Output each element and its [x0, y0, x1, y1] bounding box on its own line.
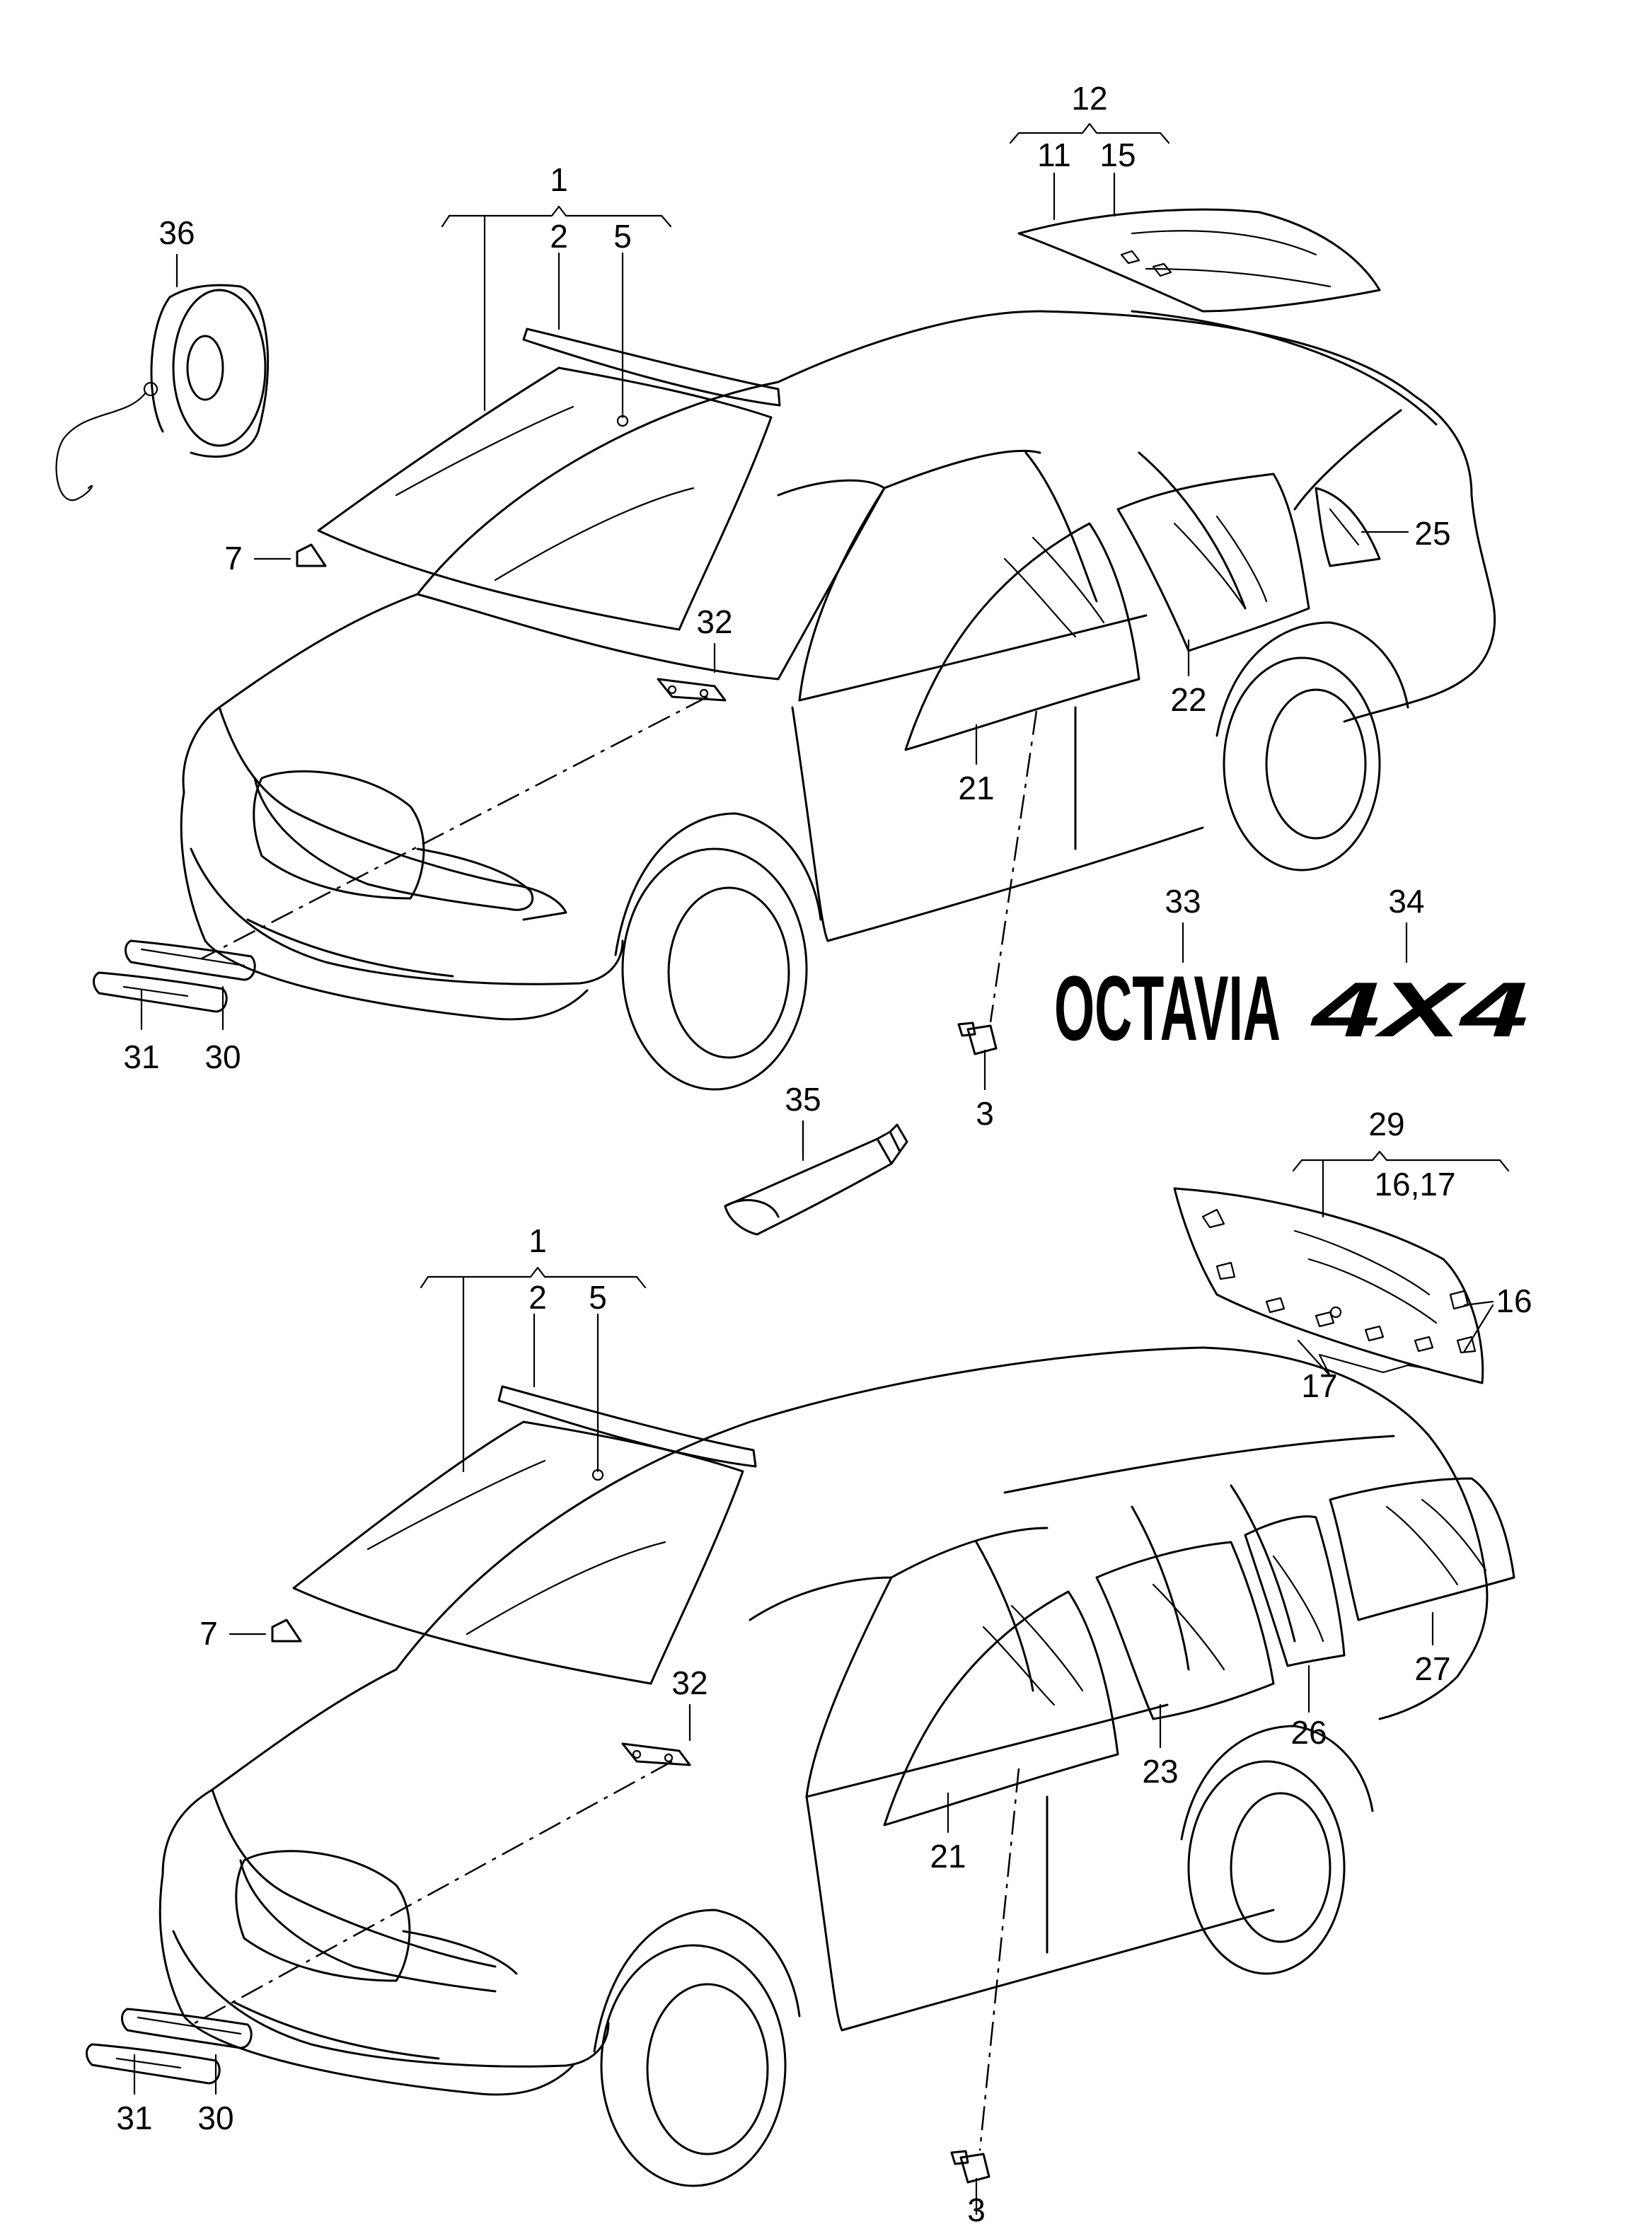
label-34: 34: [1388, 883, 1424, 920]
label-16: 16: [1496, 1283, 1532, 1319]
label-33: 33: [1165, 883, 1201, 920]
label-35: 35: [785, 1081, 821, 1118]
label-30-top: 30: [204, 1038, 241, 1075]
dash-line-21-to-3-top: [989, 710, 1038, 1023]
sedan-body: [180, 310, 1496, 1091]
door-glass-top: [904, 473, 1381, 751]
label-26: 26: [1290, 1714, 1327, 1751]
label-5-top: 5: [613, 218, 632, 255]
part-7-top: [253, 543, 327, 567]
octavia-badge: OCTAVIA: [1054, 956, 1281, 1060]
leaders-bottom: [133, 1266, 1434, 2216]
label-22: 22: [1170, 681, 1206, 718]
label-32-top: 32: [696, 603, 732, 640]
label-7-top: 7: [224, 540, 243, 577]
part-32-top: [657, 678, 727, 702]
part-3-top: [957, 1021, 998, 1055]
label-11: 11: [1037, 137, 1071, 173]
label-16-17: 16,17: [1374, 1166, 1455, 1203]
dash-line-21-to-3-bottom: [978, 1768, 1020, 2151]
label-23: 23: [1142, 1753, 1178, 1790]
parts-30-31-bottom: [86, 2008, 253, 2085]
part-32-bottom: [621, 1742, 691, 1766]
label-30-bottom: 30: [197, 2100, 233, 2136]
rear-window-top: [1017, 208, 1381, 313]
label-31-bottom: 31: [116, 2100, 152, 2136]
label-29: 29: [1368, 1106, 1404, 1142]
part-3-bottom: [950, 2150, 990, 2184]
dash-line-32-to-30-top: [201, 695, 708, 960]
label-7-bottom: 7: [200, 1615, 218, 1652]
label-5-bottom: 5: [589, 1279, 607, 1316]
label-32-bottom: 32: [671, 1664, 707, 1701]
label-2-bottom: 2: [528, 1279, 547, 1316]
label-15: 15: [1099, 137, 1136, 173]
dash-line-32-to-30-bottom: [194, 1760, 673, 2025]
four-x-four-badge: 4X4: [1310, 966, 1528, 1053]
four-x-four-badge-text: 4X4: [1310, 966, 1528, 1053]
octavia-badge-text: OCTAVIA: [1054, 956, 1281, 1060]
side-glass-bottom: [883, 1477, 1515, 1826]
label-36: 36: [158, 214, 195, 251]
label-25: 25: [1414, 515, 1450, 552]
label-3-top: 3: [976, 1095, 994, 1132]
label-21-bottom: 21: [930, 1838, 966, 1875]
parts-30-31-top: [93, 939, 256, 1013]
label-27: 27: [1414, 1650, 1450, 1687]
callout-labels: 1 2 5 12 11 15 36 7 32 25 22 21 31 30 3 …: [116, 80, 1532, 2228]
part-29-rear-window-estate: [1173, 1150, 1510, 1384]
label-17: 17: [1301, 1367, 1337, 1404]
label-1-bottom: 1: [528, 1222, 547, 1259]
windscreen-top: [317, 328, 781, 631]
label-31-top: 31: [123, 1038, 159, 1075]
part-36-tape-reel: [55, 284, 270, 502]
label-12: 12: [1071, 80, 1107, 117]
label-2-top: 2: [550, 218, 568, 255]
part-35-adhesive-tube: [724, 1120, 908, 1236]
label-3-bottom: 3: [967, 2192, 986, 2228]
windscreen-bottom: [292, 1385, 757, 1685]
estate-body: [158, 1346, 1489, 2187]
label-21-top: 21: [958, 770, 994, 806]
label-1-top: 1: [550, 161, 568, 198]
part-7-bottom: [229, 1619, 302, 1643]
